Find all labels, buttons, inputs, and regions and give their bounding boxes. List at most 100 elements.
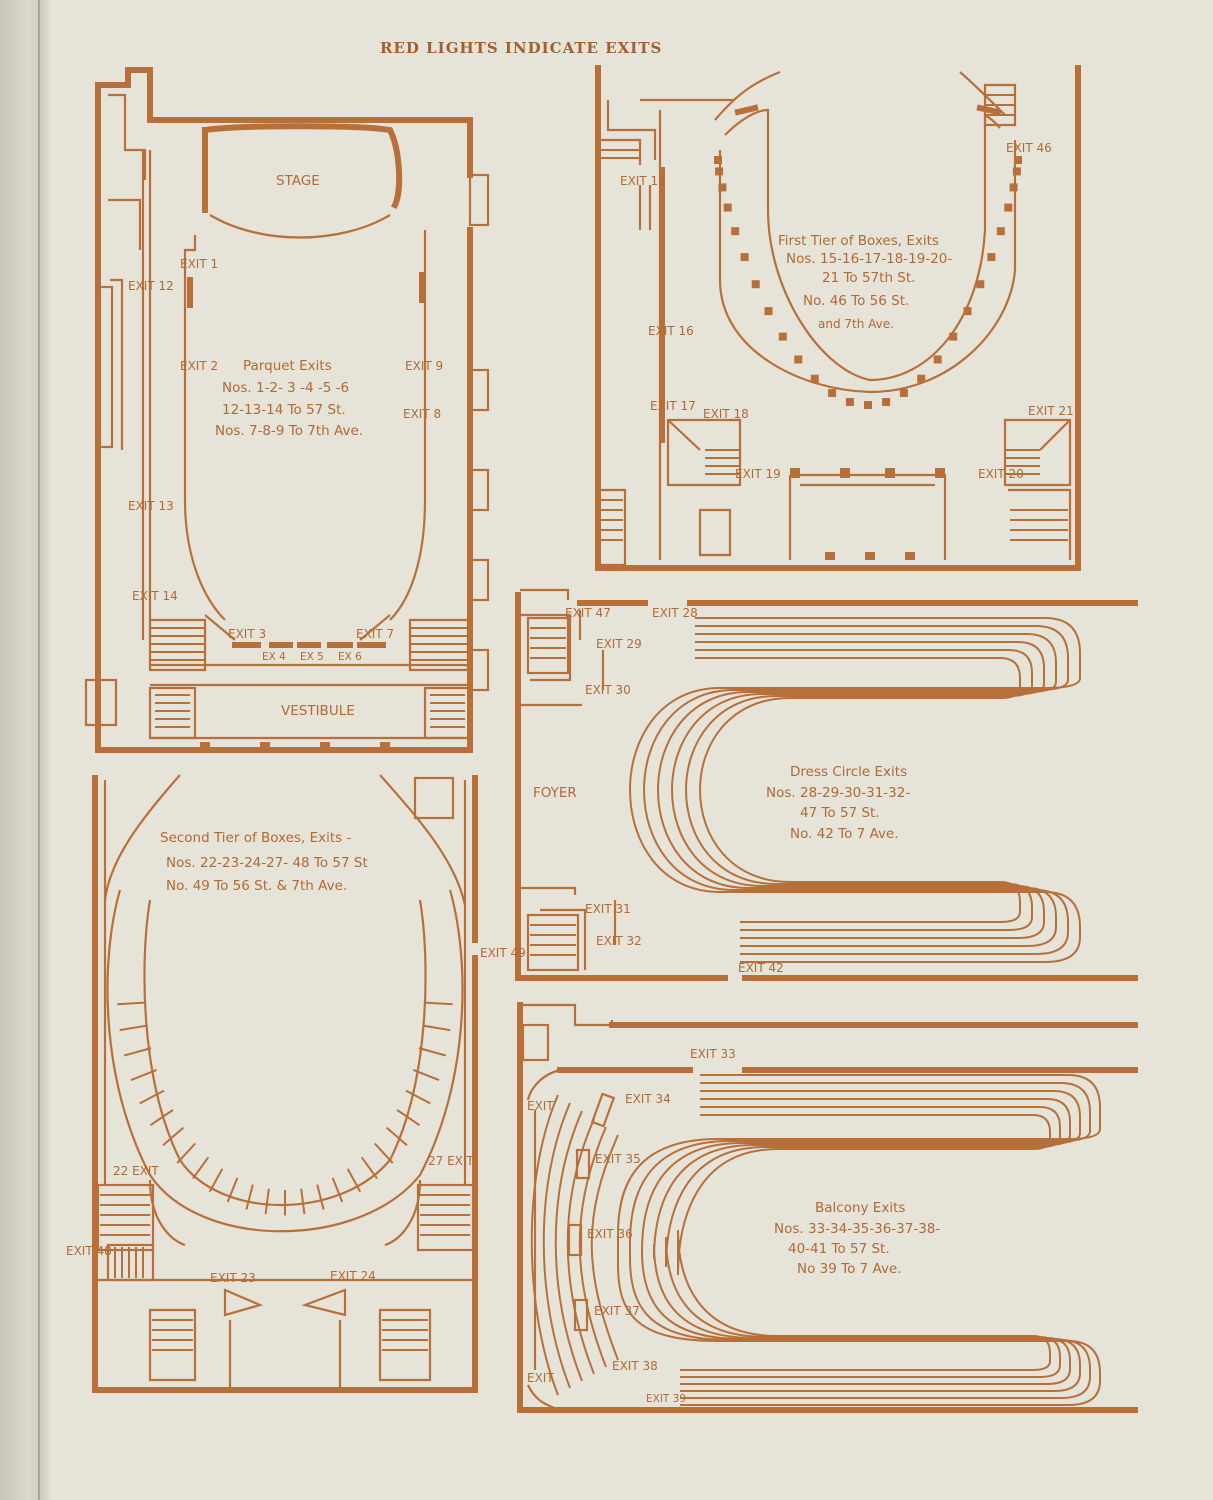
exit-48-label: EXIT 48	[66, 1244, 112, 1258]
box-seat-marker	[949, 332, 958, 341]
foyer-label: FOYER	[533, 785, 577, 801]
spine-crease	[38, 0, 40, 1500]
first-tier-caption-line2: 21 To 57th St.	[822, 270, 915, 286]
dress-circle-caption-title: Dress Circle Exits	[790, 764, 907, 780]
box-seat-marker	[987, 253, 996, 262]
first-tier-caption-line4: and 7th Ave.	[818, 317, 894, 331]
box-seat-marker	[714, 156, 722, 164]
first-tier-caption-title: First Tier of Boxes, Exits	[778, 233, 939, 249]
exit-21-label: EXIT 21	[1028, 404, 1074, 418]
exit-9-label: EXIT 9	[405, 359, 443, 373]
box-partition	[149, 1109, 174, 1127]
binding-spine	[0, 0, 52, 1500]
exit-38-label: EXIT 38	[612, 1359, 658, 1373]
box-seat-marker	[751, 280, 760, 289]
parquet-caption-line2: 12-13-14 To 57 St.	[222, 402, 346, 418]
exit-16-label: EXIT 16	[648, 324, 694, 338]
box-partition	[300, 1188, 306, 1215]
exit-8-label: EXIT 8	[403, 407, 441, 421]
box-seat-marker	[731, 227, 740, 236]
box-partition	[331, 1177, 344, 1203]
box-seat-marker	[778, 332, 787, 341]
exit-23-label: EXIT 23	[210, 1271, 256, 1285]
box-seat-marker	[1009, 183, 1018, 192]
dress-circle-row	[685, 649, 1033, 931]
box-partition	[422, 1024, 451, 1032]
box-seat-marker	[996, 227, 1005, 236]
balcony-row	[617, 1074, 1101, 1406]
box-partition	[316, 1184, 325, 1210]
vestibule-label: VESTIBULE	[281, 703, 355, 719]
exit-42-label: EXIT 42	[738, 961, 784, 975]
parquet-caption-title: Parquet Exits	[243, 358, 332, 374]
balcony-caption-line2: 40-41 To 57 St.	[788, 1241, 890, 1257]
exit-22-label: 22 EXIT	[113, 1164, 159, 1178]
exit-30-label: EXIT 30	[585, 683, 631, 697]
dress-circle-caption-line2: 47 To 57 St.	[800, 805, 880, 821]
box-partition	[360, 1156, 378, 1180]
page-header: RED LIGHTS INDICATE EXITS	[380, 39, 662, 57]
box-seat-marker	[917, 374, 926, 383]
exit-24-label: EXIT 24	[330, 1269, 376, 1283]
exit-4-label: EX 4	[262, 651, 286, 663]
balcony-caption-line1: Nos. 33-34-35-36-37-38-	[774, 1221, 940, 1237]
exit-33-label: EXIT 33	[690, 1047, 736, 1061]
parquet-caption-line1: Nos. 1-2- 3 -4 -5 -6	[222, 380, 349, 396]
first-tier-plan: First Tier of Boxes, Exits Nos. 15-16-17…	[595, 65, 1081, 571]
box-partition	[418, 1047, 447, 1057]
balcony-plan: Balcony Exits Nos. 33-34-35-36-37-38- 40…	[517, 1002, 1138, 1413]
box-seat-marker	[828, 389, 837, 397]
first-tier-caption-line3: No. 46 To 56 St.	[803, 293, 909, 309]
box-seat-marker	[764, 307, 773, 316]
exit-39-label: EXIT 39	[646, 1393, 686, 1405]
balcony-row	[665, 1106, 1061, 1378]
exit-12-label: EXIT 12	[128, 279, 174, 293]
box-seat-marker	[1004, 203, 1013, 212]
balcony-seating-rows	[530, 1074, 1101, 1406]
exit-46-label: EXIT 46	[1006, 141, 1052, 155]
box-partition	[117, 1001, 146, 1006]
exit-34-label: EXIT 34	[625, 1092, 671, 1106]
box-partition	[405, 1089, 431, 1105]
dress-circle-row	[695, 657, 1021, 923]
balcony-exit-upper-label: EXIT	[527, 1099, 554, 1113]
exit-37-label: EXIT 37	[594, 1304, 640, 1318]
exit-27-label: 27 EXIT	[428, 1154, 474, 1168]
exit-7-label: EXIT 7	[356, 627, 394, 641]
dress-circle-caption-line1: Nos. 28-29-30-31-32-	[766, 785, 910, 801]
exit-31-label: EXIT 31	[585, 902, 631, 916]
exit-20-label: EXIT 20	[978, 467, 1024, 481]
box-seat-marker	[1014, 156, 1022, 164]
balcony-row	[677, 1114, 1051, 1371]
second-tier-inner-arc	[143, 899, 427, 1206]
balcony-caption-line3: No 39 To 7 Ave.	[797, 1261, 902, 1277]
box-seat-marker	[723, 203, 732, 212]
box-partition	[162, 1126, 185, 1146]
box-partition	[396, 1109, 421, 1127]
box-partition	[208, 1168, 224, 1193]
first-tier-caption-line1: Nos. 15-16-17-18-19-20-	[786, 251, 952, 267]
exit-1-label: EXIT 1	[180, 257, 218, 271]
box-partition	[385, 1126, 408, 1146]
parquet-plan: STAGE VESTIBULE Parquet Exits Nos. 1-2- …	[84, 67, 490, 753]
exit-13-label: EXIT 13	[128, 499, 174, 513]
box-seat-marker	[740, 253, 749, 262]
exit-5-label: EX 5	[300, 651, 324, 663]
box-seat-marker	[899, 389, 908, 397]
box-partition	[176, 1142, 196, 1164]
box-seat-marker	[794, 355, 803, 364]
box-seat-marker	[963, 307, 972, 316]
balcony-row-arc	[578, 1126, 607, 1368]
exit-35-label: EXIT 35	[595, 1152, 641, 1166]
box-partition	[192, 1156, 210, 1180]
exit-19-label: EXIT 19	[735, 467, 781, 481]
exit-17-label: EXIT 17	[650, 399, 696, 413]
box-partition	[346, 1168, 362, 1193]
second-tier-box-fan	[106, 889, 464, 1233]
balcony-row-arc	[530, 1094, 559, 1396]
exit-47-label: EXIT 47	[565, 606, 611, 620]
box-seat-marker	[864, 401, 872, 409]
box-seat-marker	[882, 398, 891, 406]
